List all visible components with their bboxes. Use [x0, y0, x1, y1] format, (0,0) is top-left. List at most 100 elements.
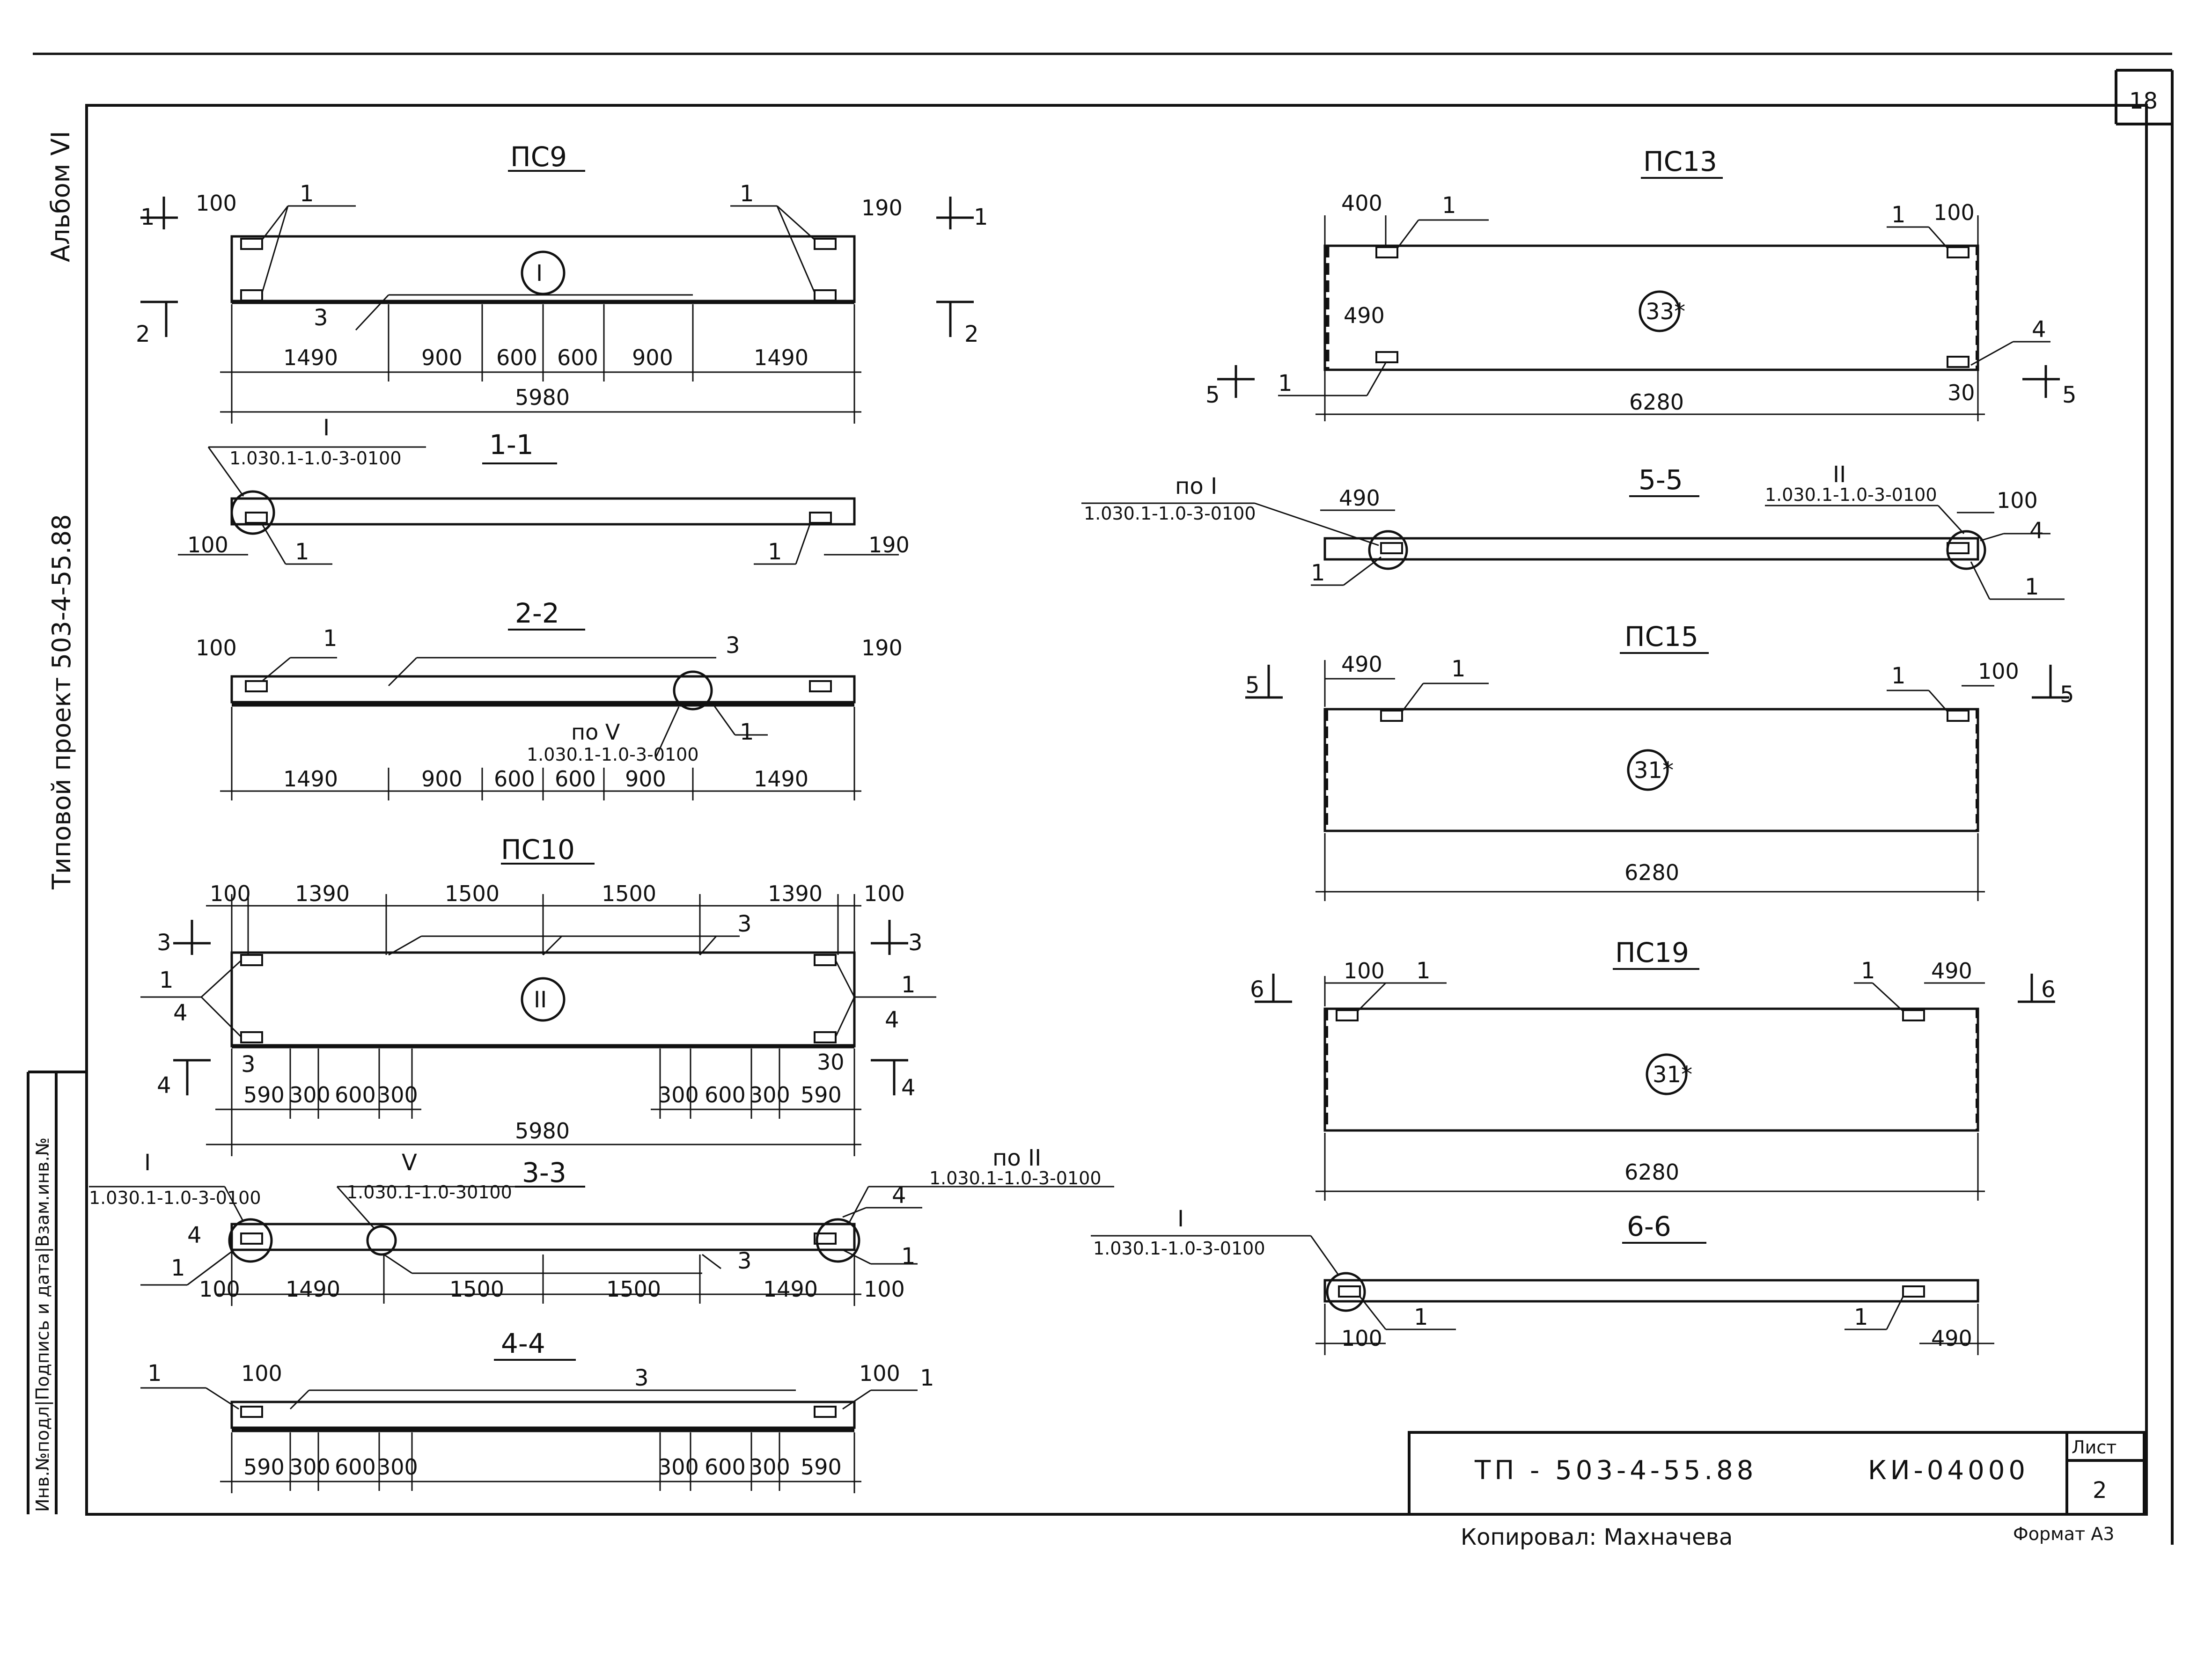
pc9-dim-5: 900: [632, 345, 673, 370]
pc10-bl-1: 590: [243, 1082, 285, 1108]
s22-dim-2: 900: [421, 766, 463, 792]
pc10-pos4-right: 4: [885, 1007, 899, 1033]
s22-ref-code: 1.030.1-1.0-3-0100: [527, 744, 699, 765]
pc10-cut4-right: 4: [901, 1075, 916, 1101]
pc19-title: ПС19: [1615, 937, 1689, 968]
s44-br-3: 300: [749, 1454, 790, 1480]
pc9-dim-1: 1490: [283, 345, 338, 370]
pc9-dim-3: 600: [496, 345, 537, 370]
section-5-5: [1081, 495, 2065, 600]
panel-pc15: [1245, 652, 2069, 901]
pc9-dim-2: 900: [421, 345, 463, 370]
s55-left: 490: [1339, 485, 1380, 511]
s55-right: 100: [1997, 488, 2038, 513]
pc9-pos1-right: 1: [740, 181, 754, 207]
pc10-top-4: 1500: [602, 881, 656, 906]
pc13-pos4: 4: [2032, 316, 2046, 343]
s11-pos1-left: 1: [295, 539, 309, 565]
s22-dim-1: 1490: [283, 766, 338, 792]
s55-title: 5-5: [1639, 464, 1683, 496]
pc10-bl-2: 300: [289, 1082, 331, 1108]
s55-ref-right-mark: II: [1833, 462, 1846, 488]
s66-title: 6-6: [1627, 1210, 1671, 1242]
pc13-top-left: 400: [1341, 191, 1382, 216]
s22-dim-5: 900: [625, 766, 666, 792]
s33-title: 3-3: [522, 1157, 566, 1188]
pc19-total: 6280: [1624, 1159, 1679, 1185]
pc10-total: 5980: [515, 1118, 570, 1144]
s33-dim-2: 1500: [449, 1277, 504, 1302]
pc9-cut2-left: 2: [136, 321, 150, 347]
pc13-left-490: 490: [1344, 303, 1385, 328]
pc15-total: 6280: [1624, 860, 1679, 885]
title-code: ТП - 503-4-55.88: [1474, 1455, 1757, 1486]
pc13-pos1-bottom: 1: [1278, 370, 1293, 396]
s44-bl-4: 300: [377, 1454, 418, 1480]
s66-right: 490: [1931, 1326, 1972, 1351]
s33-dim-1: 1490: [286, 1277, 340, 1302]
s33-pos4-left: 4: [187, 1222, 202, 1248]
s55-pos1-left: 1: [1311, 560, 1325, 586]
pc15-cut5-left: 5: [1245, 672, 1260, 698]
panel-pc10: [140, 863, 936, 1156]
s33-ref-left-mark: I: [144, 1150, 151, 1176]
title-doc: КИ-04000: [1868, 1455, 2029, 1486]
s44-title: 4-4: [501, 1328, 545, 1359]
pc13-top-right: 100: [1933, 200, 1975, 225]
pc10-top-6: 100: [864, 881, 905, 906]
s33-ref-mid-mark: V: [402, 1150, 417, 1176]
pc13-mark: 33*: [1646, 299, 1685, 325]
pc9-dim-6: 1490: [754, 345, 808, 370]
section-2-2: [220, 629, 861, 800]
s11-ref-code: 1.030.1-1.0-3-0100: [229, 448, 402, 469]
s33-pos3: 3: [737, 1248, 752, 1274]
s44-left: 100: [241, 1361, 282, 1386]
s22-pos1-right: 1: [740, 719, 754, 745]
s33-pos1-right: 1: [901, 1243, 916, 1269]
pc10-cut3-left: 3: [157, 930, 171, 956]
pc10-pos3-bottom: 3: [241, 1051, 256, 1078]
pc19-left: 100: [1344, 958, 1385, 983]
side-stamp: Инв.№подл|Подпись и дата|Взам.инв.№: [32, 1137, 53, 1512]
section-3-3: [89, 1186, 1114, 1306]
pc10-pos3-top: 3: [737, 911, 752, 937]
pc10-bl-4: 300: [377, 1082, 418, 1108]
s66-left: 100: [1341, 1326, 1382, 1351]
pc15-left: 490: [1341, 652, 1382, 677]
s33-ref-right-code: 1.030.1-1.0-3-0100: [929, 1168, 1102, 1188]
pc15-right: 100: [1978, 659, 2019, 684]
panel-pc19: [1255, 968, 2055, 1201]
pc15-pos1-left: 1: [1451, 656, 1466, 682]
pc9-title: ПС9: [510, 141, 567, 173]
s33-pos4-right: 4: [892, 1182, 906, 1209]
s33-ref-left-code: 1.030.1-1.0-3-0100: [89, 1188, 261, 1208]
pc9-edge-left: 100: [196, 191, 237, 216]
s66-ref-code: 1.030.1-1.0-3-0100: [1093, 1238, 1265, 1259]
pc10-bl-3: 600: [335, 1082, 376, 1108]
pc10-br-2: 600: [705, 1082, 746, 1108]
pc19-right: 490: [1931, 958, 1972, 983]
s33-pos1-left: 1: [171, 1255, 185, 1281]
section-1-1: [178, 446, 899, 565]
pc9-pos1-left: 1: [300, 181, 314, 207]
s66-ref-mark: I: [1177, 1206, 1184, 1232]
s44-pos3: 3: [634, 1365, 649, 1391]
s22-title: 2-2: [515, 597, 559, 629]
s55-ref-right-code: 1.030.1-1.0-3-0100: [1765, 484, 1937, 505]
page-number: 18: [2129, 88, 2158, 114]
sheet-frame: [27, 52, 2174, 1545]
s33-dim-3: 1500: [606, 1277, 661, 1302]
s33-dim-4: 1490: [763, 1277, 818, 1302]
pc10-cut3-right: 3: [908, 930, 923, 956]
s11-ref-mark: I: [323, 415, 330, 441]
pc19-pos1-right: 1: [1861, 958, 1875, 984]
s55-pos4: 4: [2029, 518, 2044, 544]
pc19-cut6-left: 6: [1250, 976, 1264, 1003]
pc15-title: ПС15: [1624, 621, 1698, 653]
s22-dim-4: 600: [555, 766, 596, 792]
s22-pos3: 3: [726, 632, 740, 659]
pc10-top-1: 100: [210, 881, 251, 906]
pc13-cut5-left: 5: [1205, 382, 1220, 408]
pc15-mark: 31*: [1634, 757, 1674, 784]
